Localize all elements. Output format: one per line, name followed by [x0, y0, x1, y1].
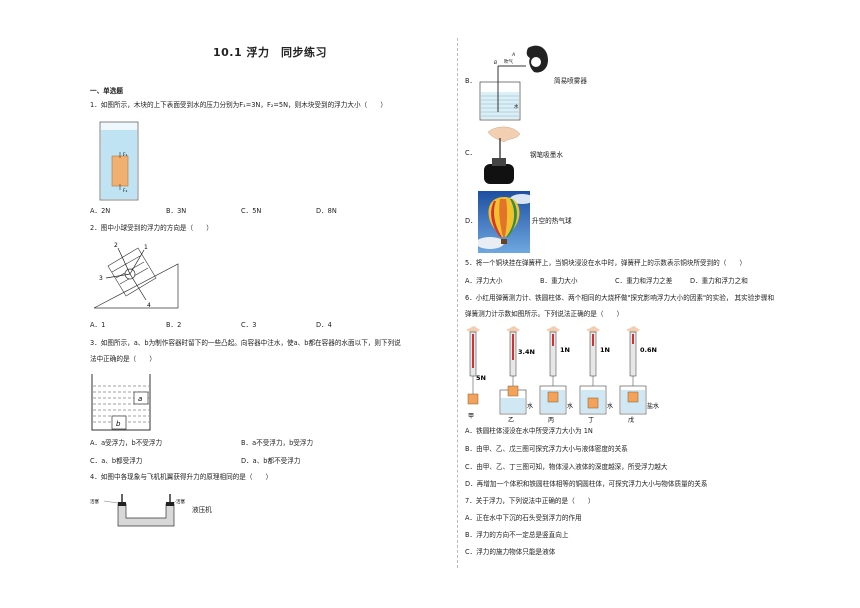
caption-bing: 丙: [548, 417, 554, 424]
q4-figure-b-sprayer: 吹气 A B 水: [479, 45, 548, 121]
q4-figure-a-hydraulic-press: 活塞 活塞: [90, 494, 185, 527]
q4-c-caption: 钢笔吸墨水: [530, 151, 563, 159]
question-1-stem: 1．如图所示，木块的上下表面受到水的压力分别为F₁=3N，F₂=5N，则木块受到…: [90, 101, 387, 109]
q4-b-label[interactable]: B．: [465, 77, 477, 85]
question-4-stem: 4．如图中各现象与飞机机翼获得升力的原理相同的是（ ）: [90, 473, 273, 481]
label-arrow-4: 4: [147, 302, 151, 309]
caption-wu: 戊: [628, 416, 634, 424]
q3-option-a[interactable]: A．a受浮力，b不受浮力: [90, 439, 163, 447]
q6-option-a[interactable]: A．铁圆柱体浸没在水中所受浮力大小为 1N: [465, 427, 593, 435]
label-arrow-1: 1: [144, 244, 148, 251]
liquid-wu: 盐水: [647, 402, 659, 410]
q3-option-c[interactable]: C．a、b都受浮力: [90, 457, 143, 465]
reading-yi: 3.4N: [518, 348, 535, 356]
q3-option-b[interactable]: B．a不受浮力，b受浮力: [241, 439, 314, 447]
setup-ding: 1N 水 丁: [579, 326, 613, 424]
label-point-b: B: [494, 60, 497, 66]
label-b: b: [116, 420, 121, 428]
q6-figure-experiment: 5N 甲 3.4N 水 乙 1N 水 丙 1N 水 丁: [466, 326, 659, 424]
setup-wu: 0.6N 盐水 戊: [619, 326, 659, 424]
question-3-stem-line1: 3．如图所示，a、b为制作容器时留下的一些凸起。向容器中注水，使a、b都在容器的…: [90, 339, 401, 347]
reading-ding: 1N: [600, 346, 610, 354]
q2-option-a[interactable]: A．1: [90, 321, 106, 329]
q2-figure-incline-ball: 2 1 3 4: [93, 242, 179, 309]
q4-figure-c-pen: [484, 126, 521, 184]
caption-ding: 丁: [588, 417, 594, 424]
question-6-stem-line1: 6．小红用弹簧测力计、铁圆柱体、两个相同的大烧杯做"探究影响浮力大小的因素"的实…: [465, 294, 775, 302]
liquid-yi: 水: [527, 402, 533, 410]
q5-option-c[interactable]: C．重力和浮力之差: [615, 277, 673, 285]
q7-option-c[interactable]: C．浮力的施力物体只能是液体: [465, 548, 556, 556]
setup-yi: 3.4N 水 乙: [499, 326, 535, 424]
question-5-stem: 5．将一个铜块挂在弹簧秤上，当铜块浸没在水中时，弹簧秤上的示数表示铜块所受到的（…: [465, 259, 747, 267]
label-water: 水: [514, 103, 519, 110]
q6-option-c[interactable]: C．由甲、乙、丁三图可知，物体浸入液体的深度越深，所受浮力越大: [465, 463, 668, 471]
reading-wu: 0.6N: [640, 346, 657, 354]
q1-option-a[interactable]: A．2N: [90, 207, 111, 215]
question-6-stem-line2: 弹簧测力计示数如图所示。下列说法正确的是（ ）: [465, 310, 624, 318]
q4-c-label[interactable]: C．: [465, 149, 477, 157]
q1-figure-beaker-block: F₁ F₂: [99, 121, 139, 201]
q3-figure-container: a b: [91, 374, 151, 431]
q6-option-d[interactable]: D．再增加一个体积和铁圆柱体相等的铜圆柱体，可探究浮力大小与物体质量的关系: [465, 480, 708, 488]
question-3-stem-line2: 法中正确的是（ ）: [90, 355, 156, 363]
q3-option-d[interactable]: D．a、b都不受浮力: [241, 457, 301, 465]
q4-d-label[interactable]: D．: [465, 217, 477, 225]
section-heading: 一、单选题: [90, 87, 123, 95]
caption-jia: 甲: [468, 413, 474, 420]
liquid-bing: 水: [567, 402, 573, 410]
q7-option-b[interactable]: B．浮力的方向不一定总是竖直向上: [465, 531, 569, 539]
liquid-ding: 水: [607, 402, 613, 410]
q2-option-b[interactable]: B．2: [166, 321, 182, 329]
q4-b-caption: 简易喷雾器: [554, 77, 587, 85]
q1-option-b[interactable]: B．3N: [166, 207, 187, 215]
q4-a-caption: 液压机: [192, 506, 212, 514]
label-piston-left: 活塞: [90, 498, 99, 505]
label-blow: 吹气: [504, 58, 513, 65]
setup-jia: 5N 甲: [466, 326, 486, 420]
label-f1: F₁: [123, 152, 128, 158]
setup-bing: 1N 水 丙: [539, 326, 573, 424]
column-divider: [457, 38, 458, 568]
label-point-a: A: [511, 52, 515, 58]
q5-option-a[interactable]: A．浮力大小: [465, 277, 503, 285]
q4-d-caption: 升空的热气球: [532, 217, 572, 225]
q1-option-d[interactable]: D．8N: [316, 207, 337, 215]
q6-option-b[interactable]: B．由甲、乙、戊三图可探究浮力大小与液体密度的关系: [465, 445, 628, 453]
reading-bing: 1N: [560, 346, 570, 354]
q5-option-b[interactable]: B．重力大小: [540, 277, 578, 285]
label-a: a: [138, 395, 142, 403]
q2-option-c[interactable]: C．3: [241, 321, 257, 329]
q5-option-d[interactable]: D．重力和浮力之和: [690, 277, 748, 285]
reading-jia: 5N: [476, 374, 486, 382]
label-arrow-2: 2: [114, 242, 118, 249]
q2-option-d[interactable]: D．4: [316, 321, 332, 329]
q4-figure-d-hot-air-balloon: [478, 191, 530, 253]
caption-yi: 乙: [508, 417, 514, 424]
question-2-stem: 2．图中小球受到的浮力的方向是（ ）: [90, 224, 213, 232]
label-f2: F₂: [123, 188, 128, 194]
q7-option-a[interactable]: A．正在水中下沉的石头受到浮力的作用: [465, 514, 582, 522]
q1-option-c[interactable]: C．5N: [241, 207, 262, 215]
label-piston-right: 活塞: [176, 498, 185, 505]
label-arrow-3: 3: [99, 275, 103, 282]
question-7-stem: 7．关于浮力，下列说法中正确的是（ ）: [465, 497, 595, 505]
page-title: 10.1 浮力 同步练习: [213, 46, 327, 59]
